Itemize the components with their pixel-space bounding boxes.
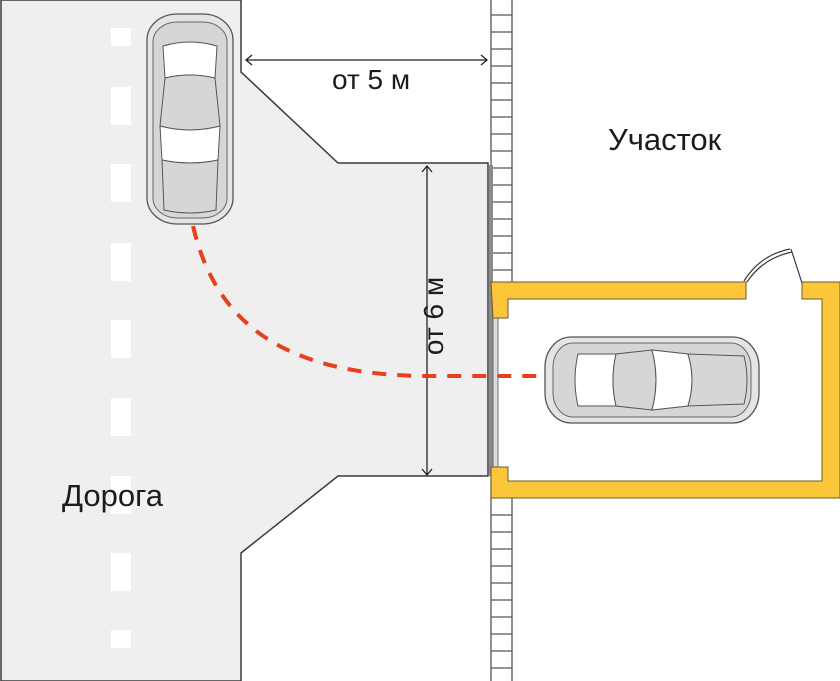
lane-markings xyxy=(111,28,131,648)
distance-6m-label: от 6 м xyxy=(418,276,449,356)
garage-walls xyxy=(490,281,840,499)
car-on-road-icon xyxy=(146,13,234,225)
gate xyxy=(489,165,499,476)
road-label: Дорога xyxy=(62,478,163,513)
road-area xyxy=(0,0,489,681)
dimension-6m xyxy=(421,164,433,477)
fence-rungs xyxy=(491,14,512,669)
car-in-garage-icon xyxy=(544,336,760,424)
distance-5m-label: от 5 м xyxy=(332,64,411,95)
dimension-5m xyxy=(244,54,489,66)
plot-label: Участок xyxy=(608,122,722,157)
door-swing-icon xyxy=(743,248,803,284)
